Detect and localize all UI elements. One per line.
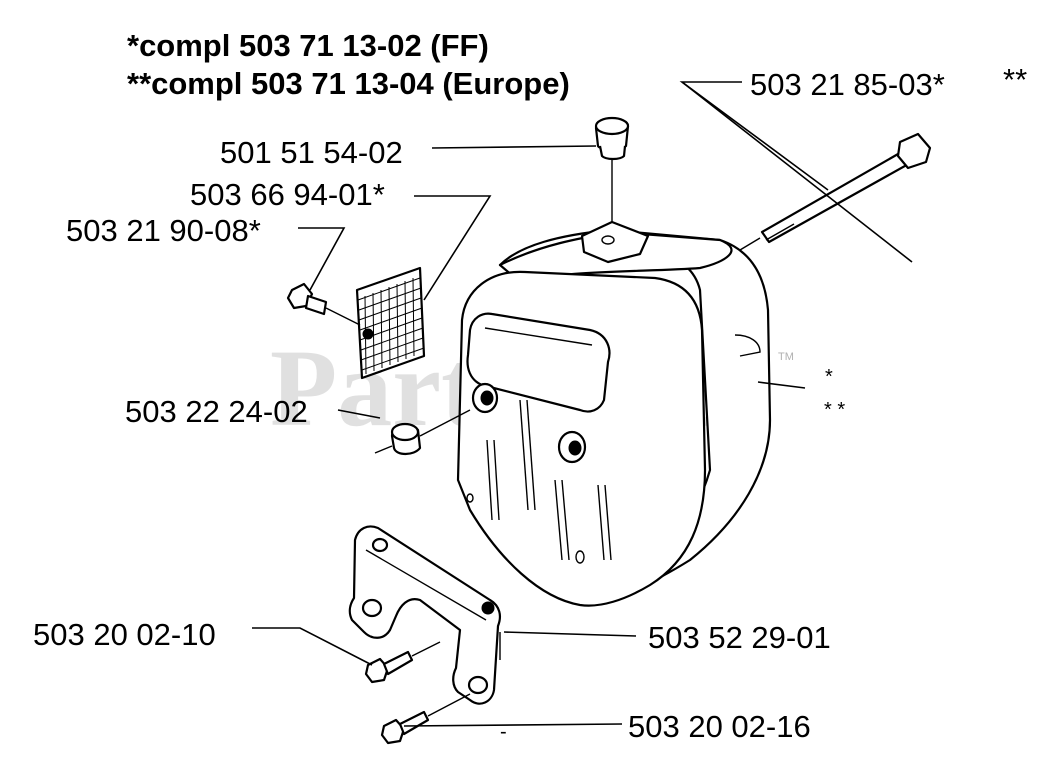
bracket-bolt-lower-part xyxy=(380,693,471,745)
label-housing-star1: * xyxy=(825,366,833,388)
long-bolt-part xyxy=(739,132,932,251)
cap-part xyxy=(594,116,630,222)
label-long-bolt-suffix: ** xyxy=(1003,62,1027,97)
bracket-bolt-upper-part xyxy=(364,641,441,684)
nut-part xyxy=(374,409,471,456)
label-housing-star2: * * xyxy=(824,399,845,421)
label-long-bolt: 503 21 85-03* xyxy=(750,67,945,102)
bracket-part xyxy=(348,525,501,705)
watermark-tm: TM xyxy=(778,351,794,363)
label-bracket-bolt-upper: 503 20 02-10 xyxy=(33,617,216,652)
label-bracket: 503 52 29-01 xyxy=(648,620,831,655)
label-screen: 503 66 94-01* xyxy=(190,177,385,212)
label-dash-mark: - xyxy=(500,721,507,743)
label-bracket-bolt-lower: 503 20 02-16 xyxy=(628,709,811,744)
kit-number-europe: **compl 503 71 13-04 (Europe) xyxy=(127,66,570,101)
label-nut: 503 22 24-02 xyxy=(125,394,308,429)
small-screw-part xyxy=(286,282,361,326)
muffler-housing xyxy=(456,220,772,607)
label-cap: 501 51 54-02 xyxy=(220,135,403,170)
spark-screen-part xyxy=(355,266,426,380)
kit-number-ff: *compl 503 71 13-02 (FF) xyxy=(127,28,489,63)
label-small-screw: 503 21 90-08* xyxy=(66,213,261,248)
leader-lines xyxy=(252,81,913,727)
